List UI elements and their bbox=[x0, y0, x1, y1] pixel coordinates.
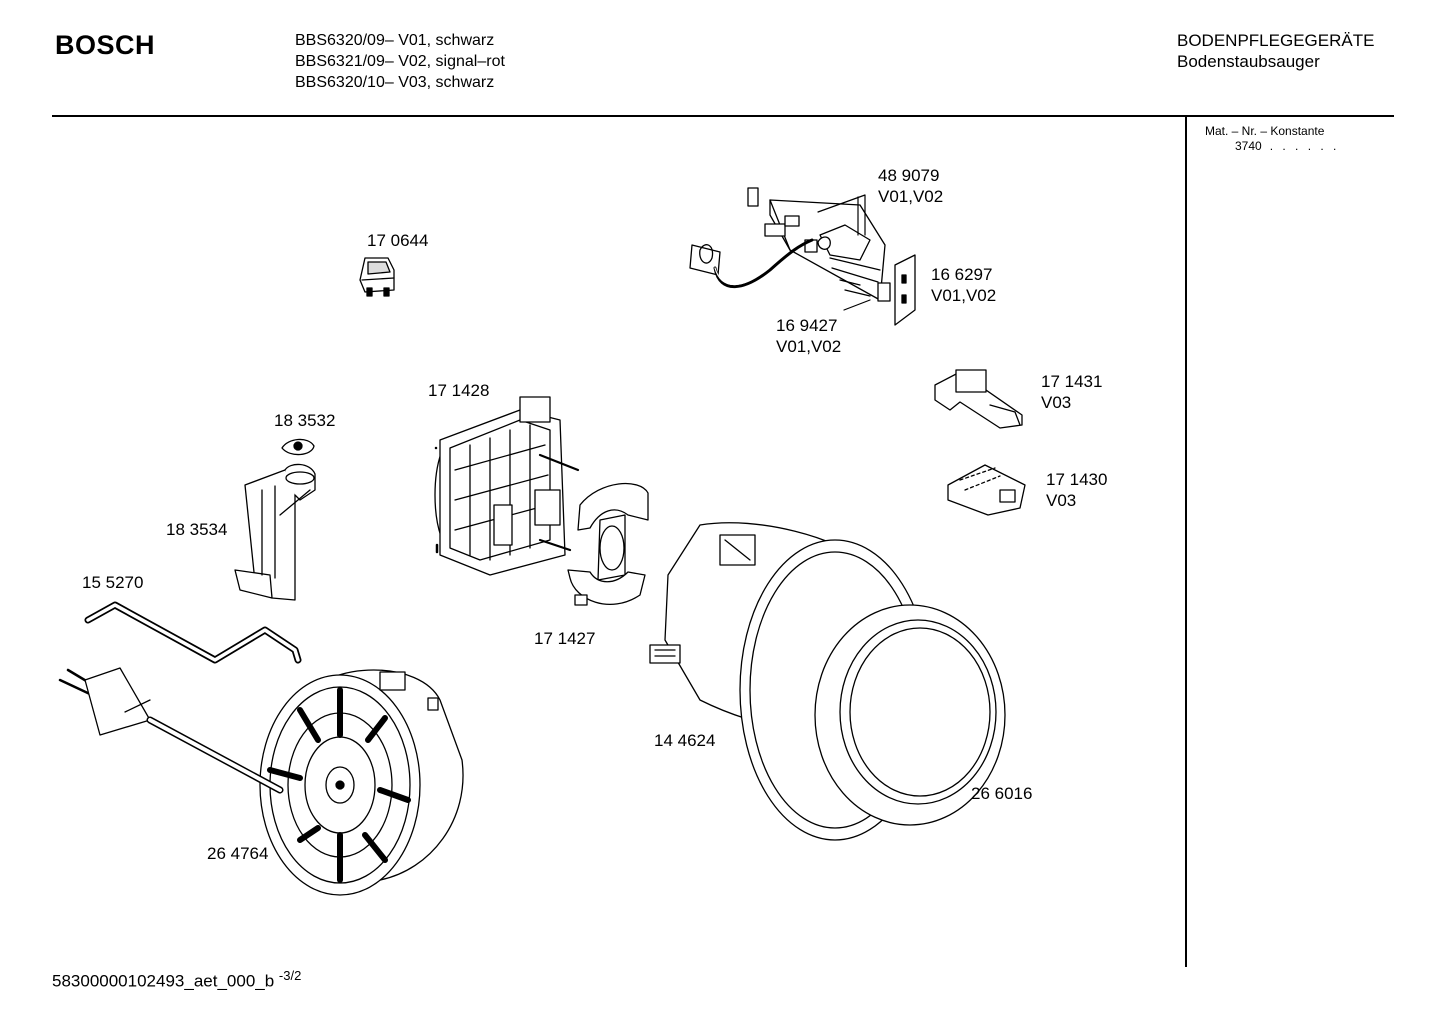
doc-id: 58300000102493_aet_000_b bbox=[52, 971, 275, 991]
connector-block-part bbox=[947, 464, 1026, 516]
part-number: 17 1427 bbox=[534, 629, 596, 648]
model-line: BBS6320/10– V03, schwarz bbox=[295, 74, 495, 91]
model-list: BBS6320/09– V01, schwarz BBS6321/09– V02… bbox=[295, 30, 505, 93]
material-constant: Mat. – Nr. – Konstante 3740 . . . . . . bbox=[1205, 124, 1339, 154]
part-label: 17 1428 bbox=[428, 380, 489, 401]
model-line: BBS6320/09– V01, schwarz bbox=[295, 32, 495, 49]
part-label: 17 0644 bbox=[367, 230, 428, 251]
part-number: 18 3532 bbox=[274, 411, 336, 430]
part-label: 26 6016 bbox=[971, 783, 1032, 804]
cord-reel-part bbox=[58, 667, 464, 896]
part-label: 16 6297 V01,V02 bbox=[931, 264, 996, 306]
bracket-holder-part bbox=[234, 463, 316, 601]
part-number: 18 3534 bbox=[166, 520, 228, 539]
small-gear-part bbox=[281, 438, 315, 456]
material-dots: . . . . . . bbox=[1269, 139, 1340, 153]
switch-part bbox=[359, 257, 395, 297]
model-line: BBS6321/09– V02, signal–rot bbox=[295, 53, 505, 70]
category-subtitle: Bodenstaubsauger bbox=[1177, 52, 1320, 71]
part-number: 17 1430 bbox=[1046, 470, 1108, 489]
part-label: 17 1430 V03 bbox=[1046, 469, 1107, 511]
part-number: 17 1428 bbox=[428, 381, 490, 400]
part-label: 48 9079 V01,V02 bbox=[878, 165, 943, 207]
motor-bracket-part bbox=[434, 396, 580, 576]
part-variant: V01,V02 bbox=[931, 286, 997, 305]
side-divider bbox=[1185, 117, 1187, 967]
part-variant: V01,V02 bbox=[776, 337, 842, 356]
part-label: 26 4764 bbox=[207, 843, 268, 864]
part-label: 17 1431 V03 bbox=[1041, 371, 1102, 413]
part-number: 48 9079 bbox=[878, 166, 940, 185]
part-number: 16 6297 bbox=[931, 265, 993, 284]
part-number: 17 0644 bbox=[367, 231, 429, 250]
material-constant-title: Mat. – Nr. – Konstante bbox=[1205, 124, 1325, 138]
electronics-board-part bbox=[689, 187, 916, 326]
material-constant-value: 3740 . . . . . . bbox=[1205, 139, 1339, 154]
category-title: BODENPFLEGEGERÄTE bbox=[1177, 31, 1375, 50]
part-label: 18 3532 bbox=[274, 410, 335, 431]
brand-logo: BOSCH bbox=[55, 30, 156, 60]
part-variant: V01,V02 bbox=[878, 187, 944, 206]
part-label: 18 3534 bbox=[166, 519, 227, 540]
ring-seal-part bbox=[814, 604, 1006, 826]
part-number: 15 5270 bbox=[82, 573, 144, 592]
part-number: 16 9427 bbox=[776, 316, 838, 335]
brush-holder-part bbox=[567, 482, 649, 606]
material-code: 3740 bbox=[1235, 139, 1262, 153]
part-label: 16 9427 V01,V02 bbox=[776, 315, 841, 357]
switch-module-part bbox=[934, 369, 1023, 429]
category-block: BODENPFLEGEGERÄTE Bodenstaubsauger bbox=[1177, 30, 1374, 72]
header-divider bbox=[52, 115, 1394, 117]
part-variant: V03 bbox=[1041, 393, 1072, 412]
part-label: 14 4624 bbox=[654, 730, 715, 751]
footer-doc-id: 58300000102493_aet_000_b -3/2 bbox=[52, 968, 301, 992]
part-variant: V03 bbox=[1046, 491, 1077, 510]
part-number: 17 1431 bbox=[1041, 372, 1103, 391]
part-number: 14 4624 bbox=[654, 731, 716, 750]
part-number: 26 4764 bbox=[207, 844, 269, 863]
part-label: 17 1427 bbox=[534, 628, 595, 649]
part-label: 15 5270 bbox=[82, 572, 143, 593]
part-number: 26 6016 bbox=[971, 784, 1033, 803]
page-number: -3/2 bbox=[278, 968, 302, 983]
wire-part bbox=[84, 601, 302, 664]
